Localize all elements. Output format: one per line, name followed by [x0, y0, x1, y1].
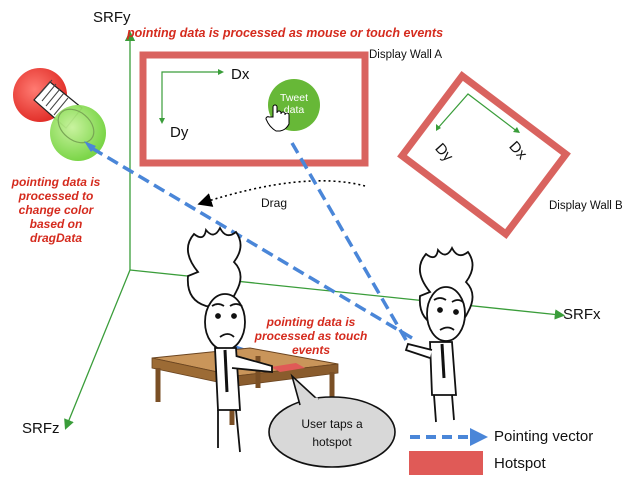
speech-bubble-tail [290, 373, 319, 406]
annotation-left-line: processed to [18, 189, 94, 203]
display-wall-b-label: Display Wall B [549, 200, 623, 212]
legend-pointing-vector-label: Pointing vector [494, 428, 594, 445]
y-axis-label: SRFy [93, 9, 131, 26]
legend [409, 428, 488, 475]
annotation-middle-line: events [291, 343, 331, 357]
speech-bubble [268, 396, 396, 468]
bubble-line: User taps a [301, 417, 363, 431]
person-right-illustration [404, 245, 474, 423]
x-axis-label: SRFx [563, 306, 601, 323]
drag-arrow [197, 179, 366, 207]
display-wall-b [397, 71, 571, 239]
speech-bubble-text: User taps a hotspot [282, 415, 382, 451]
pointing-vector-to-wall-a [290, 142, 408, 341]
annotation-left: pointing data is processed to change col… [2, 175, 110, 245]
wall-a-local-axes [161, 71, 222, 122]
legend-hotspot-label: Hotspot [494, 455, 546, 472]
person-left-illustration [186, 225, 273, 453]
wall-a-dx-label: Dx [231, 66, 250, 83]
annotation-middle-line: pointing data is [266, 315, 356, 329]
display-wall-a-label: Display Wall A [369, 49, 443, 61]
annotation-left-line: pointing data is [11, 175, 101, 189]
tweet-line: data [283, 104, 305, 116]
annotation-middle-line: processed as touch [254, 329, 368, 343]
display-wall-a-frame [139, 51, 369, 167]
tweet-line: Tweet [279, 92, 308, 104]
annotation-left-line: change color [18, 203, 94, 217]
annotation-left-line: dragData [29, 231, 82, 245]
legend-hotspot-swatch [409, 451, 483, 475]
wall-b-local-axes [437, 93, 519, 133]
z-axis-label: SRFz [22, 420, 60, 437]
bubble-line: hotspot [312, 435, 352, 449]
z-axis-line [64, 269, 131, 430]
tweet-data-text: Tweet data [274, 92, 314, 116]
display-wall-a [139, 51, 369, 167]
display-wall-b-frame [397, 71, 571, 239]
table-hotspot [271, 363, 305, 372]
pointing-hand-icon [265, 104, 290, 132]
wall-a-dy-label: Dy [170, 124, 189, 141]
annotation-left-line: based on [29, 217, 83, 231]
annotation-middle: pointing data is processed as touch even… [253, 315, 369, 357]
flashlight-device [13, 68, 106, 161]
pointing-vector-to-flashlight [89, 145, 413, 340]
annotation-top: pointing data is processed as mouse or t… [127, 26, 444, 40]
drag-label: Drag [261, 196, 288, 210]
